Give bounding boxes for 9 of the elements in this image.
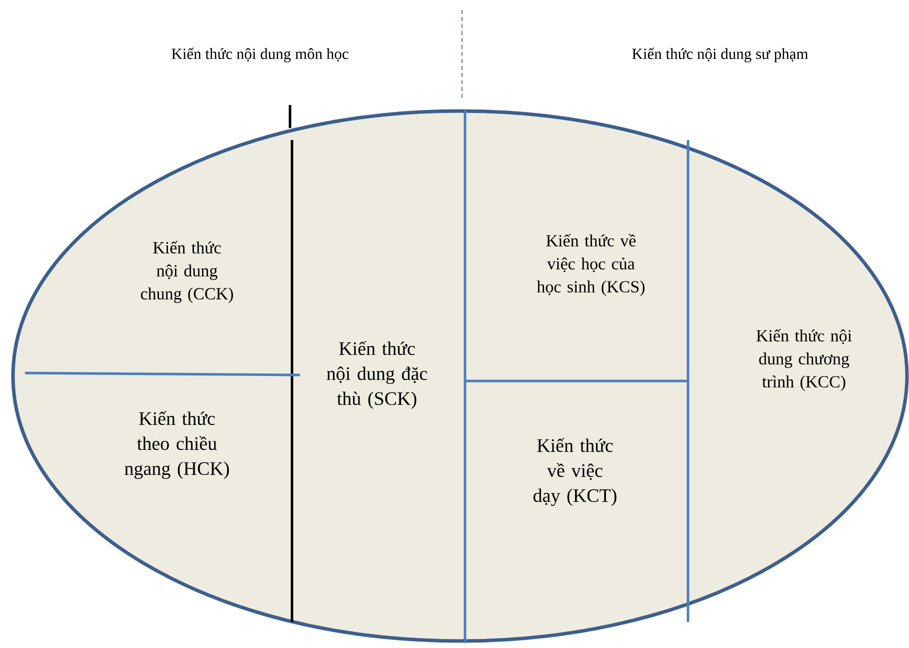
region-label: Kiến thức nội dung đặc thù (SCK) <box>326 341 428 409</box>
region-label: Kiến thức nội dung chương trình (KCC) <box>756 329 852 391</box>
region-label: Kiến thức về việc học của học sinh (KCS) <box>536 234 645 296</box>
region-label: Kiến thức nội dung chung (CCK) <box>140 241 233 303</box>
heading: Kiến thức nội dung môn học <box>172 48 348 62</box>
region-label: Kiến thức về việc dạy (KCT) <box>534 438 616 506</box>
heading: Kiến thức nội dung sư phạm <box>632 48 808 62</box>
region-label: Kiến thức theo chiều ngang (HCK) <box>124 411 229 479</box>
ellipse <box>11 109 909 643</box>
